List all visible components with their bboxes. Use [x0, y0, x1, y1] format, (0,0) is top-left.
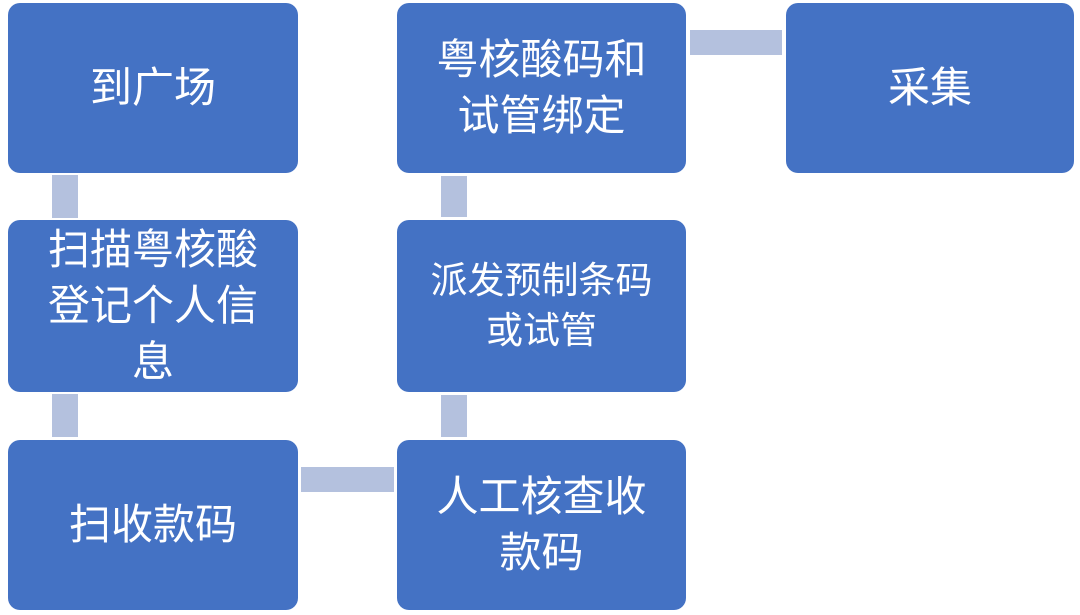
step-bind-code-tube: 粤核酸码和 试管绑定 [397, 3, 686, 173]
step-distribute-tubes: 派发预制条码 或试管 [397, 220, 686, 392]
step-label: 到广场 [89, 63, 216, 112]
step-label: 扫收款码 [68, 500, 237, 549]
step-label: 登记个人信 [47, 281, 258, 330]
step-label: 或试管 [486, 309, 597, 352]
step-scan-register: 扫描粤核酸 登记个人信 息 [8, 220, 298, 392]
connector [441, 395, 467, 437]
step-collect: 采集 [786, 3, 1074, 173]
step-scan-payment-code: 扫收款码 [8, 440, 298, 610]
step-label: 息 [131, 337, 174, 386]
step-manual-check: 人工核查收 款码 [397, 440, 686, 610]
connector [52, 394, 78, 437]
connector [441, 176, 467, 217]
step-label: 扫描粤核酸 [47, 225, 258, 274]
step-label: 试管绑定 [457, 91, 626, 140]
step-go-to-square: 到广场 [8, 3, 298, 173]
connector [301, 467, 394, 492]
step-label: 采集 [887, 63, 972, 112]
step-label: 人工核查收 [436, 472, 647, 521]
step-label: 款码 [499, 528, 584, 577]
connector [52, 175, 78, 218]
connector [690, 30, 782, 55]
step-label: 派发预制条码 [430, 259, 653, 302]
step-label: 粤核酸码和 [436, 35, 647, 84]
